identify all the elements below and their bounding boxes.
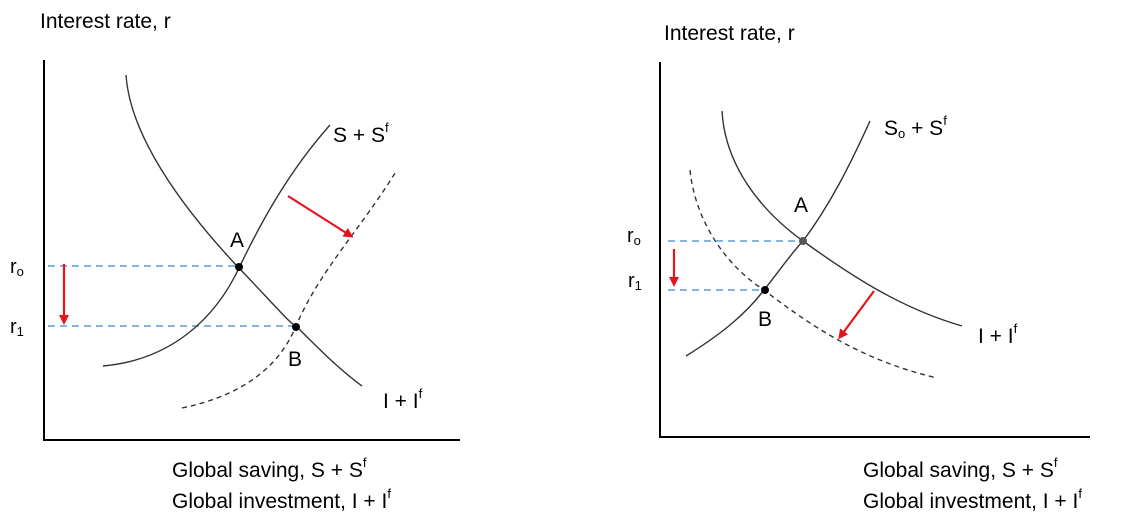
left-saving-curve-label: S + Sf [333, 120, 389, 147]
right-y-axis-label: Interest rate, r [664, 22, 795, 45]
right-point-b [761, 286, 769, 294]
left-r1-label: r1 [10, 316, 24, 339]
right-saving-curve [685, 120, 871, 357]
right-saving-curve-label: So + Sf [884, 113, 947, 141]
left-point-a-label: A [230, 229, 244, 252]
left-r0-label: ro [10, 256, 24, 279]
right-r1-label: r1 [628, 270, 642, 293]
right-point-b-label: B [758, 308, 772, 331]
right-r0-label: ro [627, 225, 641, 248]
left-x-axis-label-saving: Global saving, S + Sf [172, 455, 367, 482]
left-point-b-label: B [288, 348, 302, 371]
left-x-axis-label-investment: Global investment, I + If [172, 486, 391, 513]
left-point-a [235, 263, 243, 271]
left-saving-curve-shifted [181, 169, 398, 409]
right-x-axis-label-saving: Global saving, S + Sf [863, 455, 1058, 482]
left-point-b [292, 323, 300, 331]
right-investment-curve-label: I + If [978, 321, 1018, 348]
left-panel: Interest rate, r ro r1 A B S + Sf [10, 10, 460, 513]
right-point-a [799, 237, 807, 245]
right-investment-shift-arrow [838, 290, 875, 340]
right-investment-curve [721, 110, 963, 327]
right-panel: Interest rate, r ro r1 A B So + Sf [627, 22, 1090, 513]
left-investment-curve-label: I + If [383, 386, 423, 413]
left-y-axis-label: Interest rate, r [40, 10, 171, 33]
left-saving-shift-arrow [287, 195, 354, 238]
right-point-a-label: A [794, 194, 808, 217]
left-investment-curve [125, 74, 363, 387]
right-axes [659, 62, 1090, 438]
right-investment-curve-shifted [689, 169, 938, 379]
right-x-axis-label-investment: Global investment, I + If [863, 486, 1082, 513]
left-axes [43, 60, 460, 441]
